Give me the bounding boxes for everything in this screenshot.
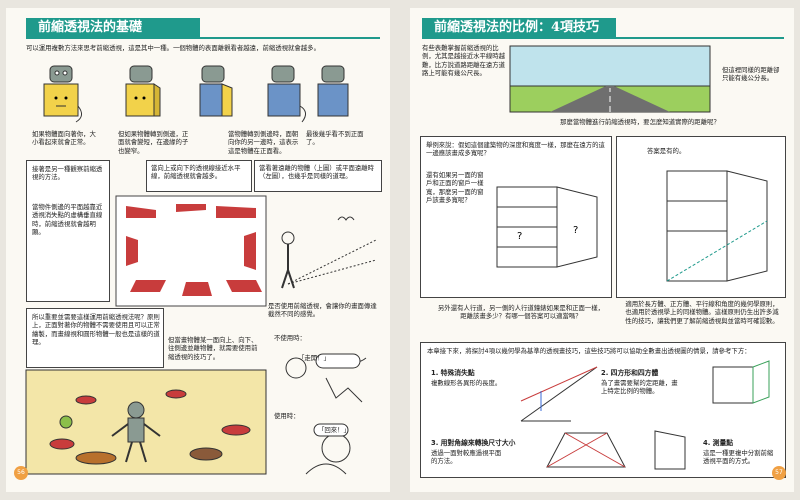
robot-4	[267, 65, 306, 123]
road-illustration	[509, 45, 711, 113]
right-question: 那麼當物體進行前縮透視時，要怎麼知道實際的距離呢？	[560, 118, 720, 126]
explain-box-3: 當看著遠離的物體（上圖）或平面遠離時（左圖），也幾乎是同樣的道理。	[254, 160, 382, 192]
bubble-come-back: 「回來！」	[318, 426, 350, 434]
right-para-1: 有些表難掌握前縮透視的比例，尤其是越接近水平線時越難，比方說道路距離在遠方道路上…	[422, 44, 506, 78]
left-page-number: 56	[14, 466, 28, 480]
red-planes-illustration	[115, 195, 267, 307]
building-sketch-2	[666, 170, 768, 282]
diagonal-conversion-diagram	[546, 432, 626, 468]
explain-box-6: 但當畫物體某一面向上、向下、往側邊並離物體，就需要使用前縮透視的技巧了。	[168, 336, 258, 361]
right-para-5: 適用於長方體、正方體、平行線和角度的幾何學原則，也適用於透視學上的同樣物體。這樣…	[625, 300, 779, 325]
left-page: 前縮透視法的基礎 可以運用複數方法來思考前縮透視，這是其中一種。一個物體的表面離…	[6, 8, 390, 492]
standing-figure-illustration	[281, 216, 377, 289]
use-sketch	[305, 423, 351, 475]
caption-3: 當物體轉到側邊時，面朝向你的另一邊時，這表示這是物體在正面看。	[228, 130, 299, 155]
bubble-go-away: 「走開！」	[298, 354, 330, 362]
robot-sequence-illustration	[43, 65, 349, 123]
left-title-rule	[26, 37, 380, 39]
svg-text:?: ?	[517, 231, 522, 242]
caption-4: 最後幾乎看不到正面了。	[306, 130, 364, 147]
cube-diagram	[712, 360, 770, 404]
robot-2	[125, 65, 161, 117]
right-title-rule	[422, 37, 784, 39]
right-title: 前縮透視法的比例：4項技巧	[422, 18, 616, 38]
robot-3	[199, 65, 233, 117]
right-para-4: 另外還有人行道，另一側的人行道鐘錶如果是和正面一樣，距離該畫多少？有哪一個答案可…	[437, 304, 605, 321]
right-para-1b: 但這裡同樣的距離卻只能有幾公分長。	[722, 66, 780, 83]
robot-5	[317, 65, 349, 117]
svg-text:?: ?	[573, 225, 578, 236]
building-sketch-1: ? ?	[496, 186, 598, 268]
right-page-number: 57	[772, 466, 786, 480]
building-box-1: 舉例來說：假如這個建築物的深度和寬度一樣，那麼在遠方的這一邊應該畫成多寬呢？ 還…	[420, 136, 612, 298]
techniques-box: 本章接下來，將探討4項以幾何學為基準的透視畫技巧，這些技巧將可以協助全數畫出透視…	[420, 342, 786, 478]
left-title: 前縮透視法的基礎	[26, 18, 200, 38]
explain-box-1: 接著是另一種觀察前縮透視的方法。 當物件側邊的平面越靠近透視消失點的虛構垂直線時…	[26, 160, 110, 302]
explain-box-5: 所以重要並需要這樣運用前縮透視法呢？原則上，正面對著你的物體不需要使用且可以正常…	[26, 308, 164, 368]
robot-1	[43, 65, 82, 123]
caption-1: 如果物體面向著你，大小看起來就會正常。	[32, 130, 96, 147]
building-box-2: 答案是有的。	[616, 136, 786, 298]
doorway-diagram	[654, 430, 686, 470]
left-intro: 可以運用複數方法來思考前縮透視，這是其中一種。一個物體的表面離觀看者越遠，前縮透…	[26, 44, 320, 52]
explain-box-4: 是否使用前縮透視，會讓你的畫面傳達截然不同的感覺。	[268, 302, 377, 319]
right-page: 前縮透視法的比例：4項技巧 有些表難掌握前縮透視的比例，尤其是越接近水平線時越難…	[410, 8, 794, 492]
vanishing-point-diagram	[520, 366, 598, 422]
not-use-label: 不使用時：	[274, 334, 306, 342]
explain-box-2: 當向上或向下的透視線接近水平線，前縮透視就會越多。	[146, 160, 252, 192]
use-label: 使用時：	[274, 412, 300, 420]
caption-2: 但如果物體轉到側邊，正面就會變短，在邊緣的子也變窄。	[118, 130, 189, 155]
robot-scene-illustration	[25, 369, 267, 475]
not-use-sketch	[285, 353, 367, 403]
